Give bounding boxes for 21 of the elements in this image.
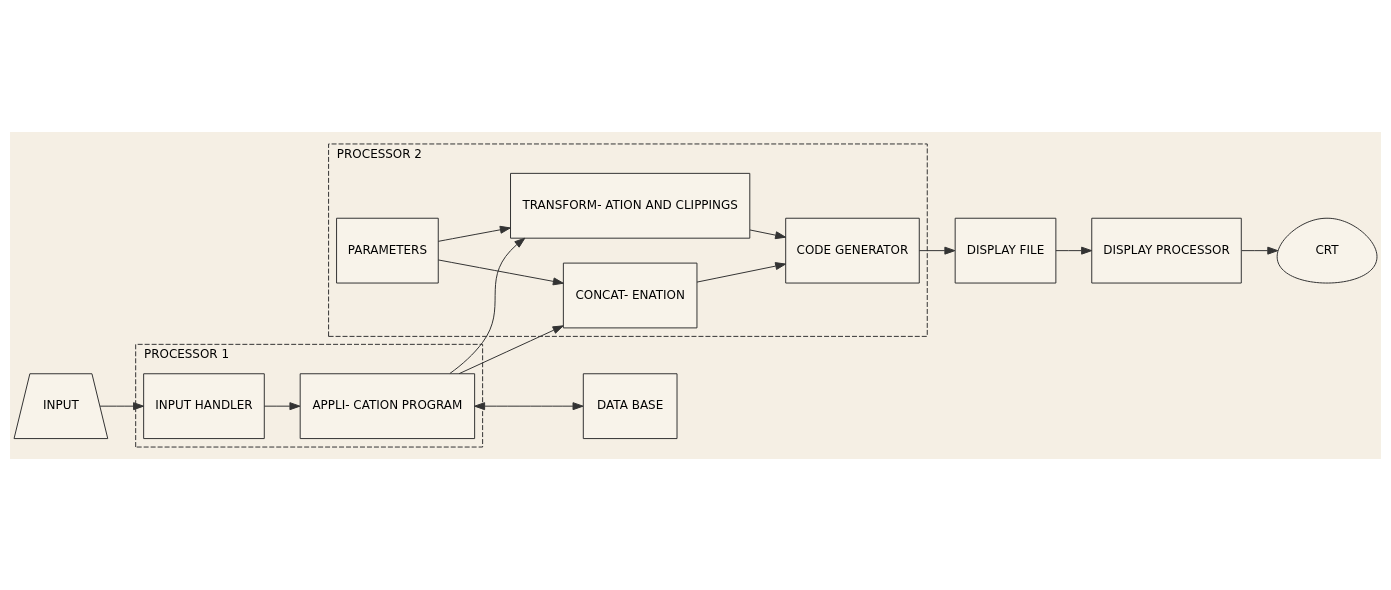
- node-box: TRANSFORM- ATION AND CLIPPINGS: [510, 172, 751, 239]
- node-box: DATA BASE: [582, 372, 678, 439]
- arrow: [458, 324, 564, 374]
- node-box: APPLI- CATION PROGRAM: [299, 372, 476, 439]
- arrow: [474, 401, 584, 410]
- arrow: [1055, 246, 1093, 255]
- arrow: [437, 225, 511, 242]
- arrow: [696, 261, 787, 283]
- node-box: DISPLAY PROCESSOR: [1091, 217, 1242, 284]
- arrow: [449, 237, 526, 374]
- node-box: PARAMETERS: [336, 217, 439, 284]
- node-box: INPUT HANDLER: [143, 372, 265, 439]
- node-box: CONCAT- ENATION: [562, 262, 698, 328]
- arrow: [263, 401, 301, 410]
- node-box: CODE GENERATOR: [785, 217, 920, 284]
- node-box: DISPLAY FILE: [954, 217, 1057, 284]
- arrow: [99, 401, 145, 410]
- arrow: [1241, 246, 1279, 255]
- arrow: [437, 258, 564, 285]
- arrow: [749, 229, 787, 239]
- arrow: [918, 246, 956, 255]
